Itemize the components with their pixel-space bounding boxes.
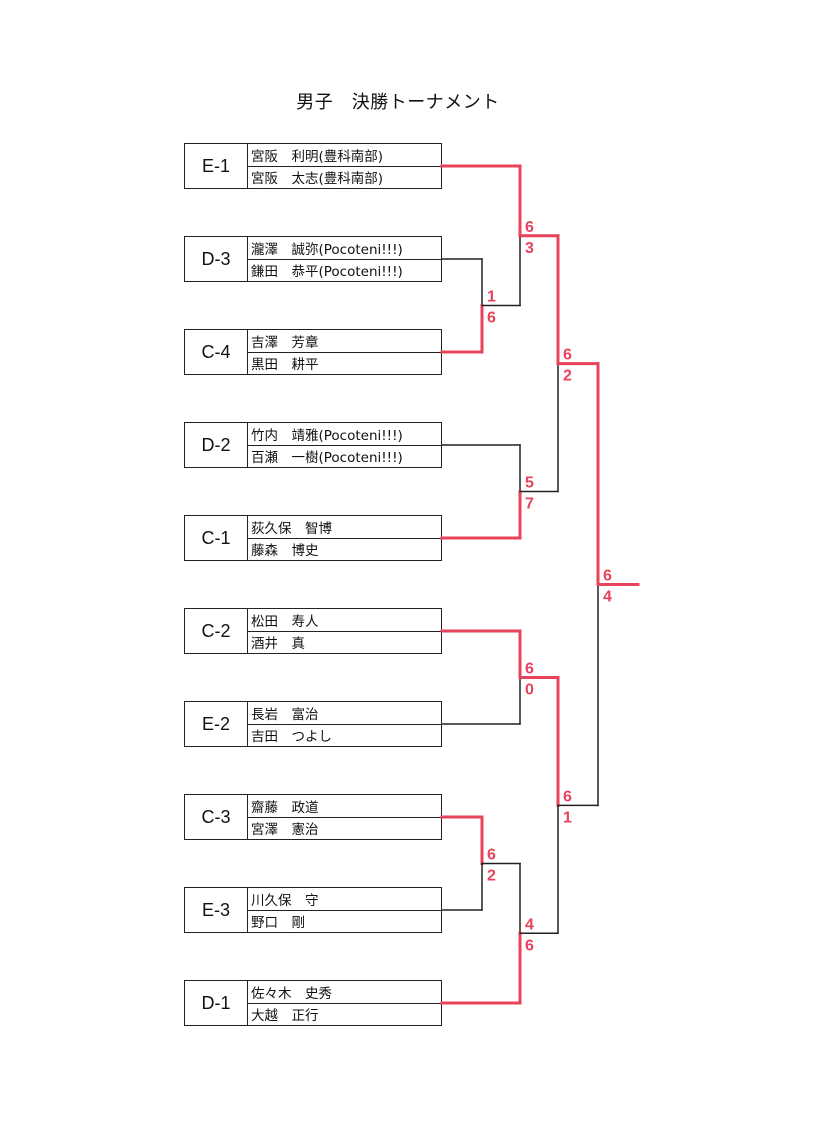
player-names: 荻久保 智博藤森 博史 [248,516,441,560]
seed-label: D-2 [185,423,248,467]
seed-label: C-3 [185,795,248,839]
seed-label: E-1 [185,144,248,188]
r2c-score-bottom: 6 [525,937,534,954]
player-name: 鎌田 恭平(Pocoteni!!!) [248,258,441,282]
player-name: 荻久保 智博 [251,520,332,537]
page-title: 男子 決勝トーナメント [0,88,836,114]
player-name: 松田 寿人 [251,613,319,630]
player-names: 松田 寿人酒井 真 [248,609,441,653]
player-name: 宮阪 利明(豊科南部) [251,148,384,165]
player-name: 百瀬 一樹(Pocoteni!!!) [248,444,441,468]
player-name: 宮阪 太志(豊科南部) [248,165,441,189]
r1a-score-bottom: 6 [487,310,496,327]
seed-label: C-4 [185,330,248,374]
seed-label: C-1 [185,516,248,560]
player-names: 齋藤 政道宮澤 憲治 [248,795,441,839]
r1b-score-top: 6 [525,661,534,678]
sf1-score-top: 6 [563,347,572,364]
player-names: 長岩 富治吉田 つよし [248,702,441,746]
player-name: 竹内 靖雅(Pocoteni!!!) [251,427,403,444]
player-name: 長岩 富治 [251,706,319,723]
sf1-score-bottom: 2 [563,368,572,385]
r2c-score-top: 4 [525,916,534,933]
player-name: 藤森 博史 [248,537,441,561]
player-names: 川久保 守野口 剛 [248,888,441,932]
player-names: 佐々木 史秀大越 正行 [248,981,441,1025]
r1b-score-bottom: 0 [525,682,534,699]
player-names: 竹内 靖雅(Pocoteni!!!)百瀬 一樹(Pocoteni!!!) [248,423,441,467]
seed-label: E-3 [185,888,248,932]
r1c-score-top: 6 [487,847,496,864]
player-names: 吉澤 芳章黒田 耕平 [248,330,441,374]
r2b-score-top: 5 [525,475,534,492]
seed-label: E-2 [185,702,248,746]
final-score-top: 6 [603,568,612,585]
r1a-score-top: 1 [487,289,496,306]
title-text: 男子 決勝トーナメント [296,92,500,113]
player-names: 宮阪 利明(豊科南部)宮阪 太志(豊科南部) [248,144,441,188]
player-name: 大越 正行 [248,1002,441,1026]
r1c-score-bottom: 2 [487,868,496,885]
player-name: 野口 剛 [248,909,441,933]
r2a-score-top: 6 [525,219,534,236]
player-name: 吉澤 芳章 [251,334,319,351]
player-name: 宮澤 憲治 [248,816,441,840]
sf2-score-bottom: 1 [563,809,572,826]
player-names: 瀧澤 誠弥(Pocoteni!!!)鎌田 恭平(Pocoteni!!!) [248,237,441,281]
player-name: 黒田 耕平 [248,351,441,375]
player-name: 吉田 つよし [248,723,441,747]
r2a-score-bottom: 3 [525,240,534,257]
seed-label: D-3 [185,237,248,281]
player-name: 佐々木 史秀 [251,985,332,1002]
seed-label: C-2 [185,609,248,653]
sf2-score-top: 6 [563,788,572,805]
player-name: 川久保 守 [251,892,319,909]
player-name: 瀧澤 誠弥(Pocoteni!!!) [251,241,403,258]
player-name: 酒井 真 [248,630,441,654]
player-name: 齋藤 政道 [251,799,319,816]
final-score-bottom: 4 [603,589,612,606]
seed-label: D-1 [185,981,248,1025]
r2b-score-bottom: 7 [525,496,534,513]
